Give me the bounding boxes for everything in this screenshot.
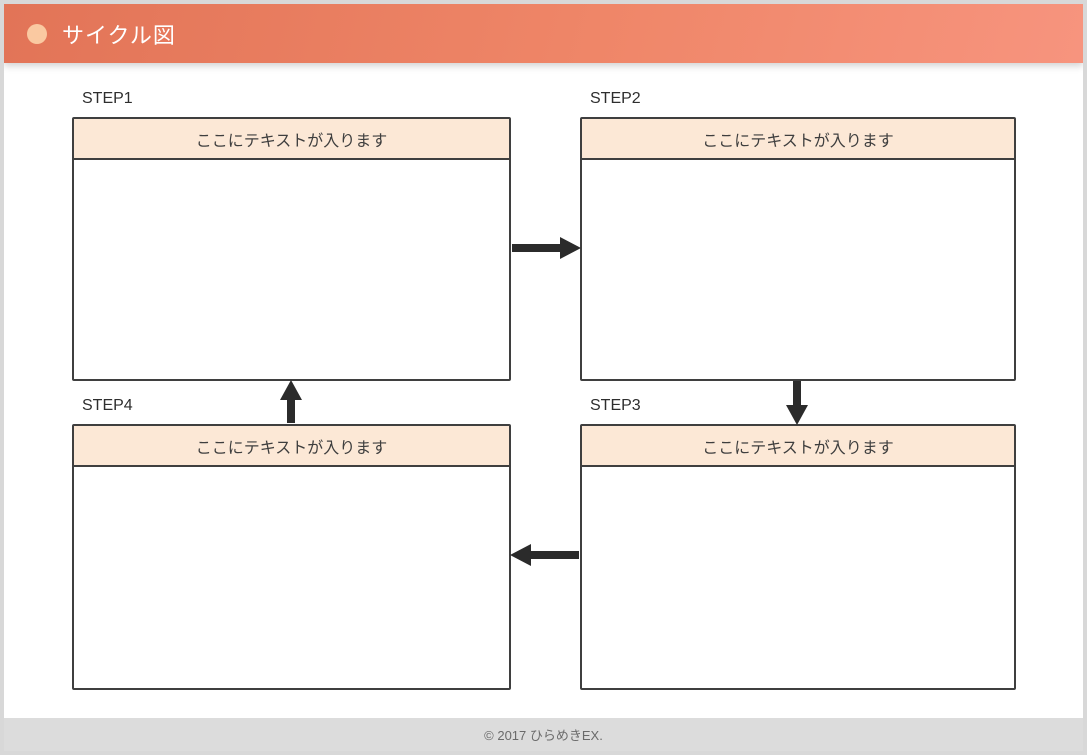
step3-box: ここにテキストが入ります [580, 424, 1016, 690]
footer-bar: © 2017 ひらめきEX. [4, 718, 1083, 751]
step2-box: ここにテキストが入ります [580, 117, 1016, 381]
step2-label: STEP2 [590, 90, 641, 107]
step4-box: ここにテキストが入ります [72, 424, 511, 690]
step4-panel: STEP4 ここにテキストが入ります [72, 397, 511, 690]
step3-panel: STEP3 ここにテキストが入ります [580, 397, 1016, 690]
step1-box-header: ここにテキストが入ります [74, 119, 509, 160]
step1-panel: STEP1 ここにテキストが入ります [72, 90, 511, 381]
page-title: サイクル図 [62, 22, 176, 48]
title-bar: サイクル図 [4, 4, 1083, 63]
step1-label: STEP1 [82, 90, 133, 107]
step3-label: STEP3 [590, 397, 641, 414]
step4-label: STEP4 [82, 397, 133, 414]
step1-box-body [74, 160, 509, 379]
arrow-step1-to-step2-right-icon [512, 237, 581, 259]
copyright-text: © 2017 ひらめきEX. [484, 728, 603, 743]
step2-box-header: ここにテキストが入ります [582, 119, 1014, 160]
arrow-step3-to-step4-left-icon [510, 544, 579, 566]
step3-box-header: ここにテキストが入ります [582, 426, 1014, 467]
step3-box-body [582, 467, 1014, 688]
circle-bullet-icon [27, 23, 47, 44]
step1-box: ここにテキストが入ります [72, 117, 511, 381]
arrow-step4-to-step1-up-icon [280, 380, 302, 423]
step4-box-header: ここにテキストが入ります [74, 426, 509, 467]
step4-box-body [74, 467, 509, 688]
step2-box-body [582, 160, 1014, 379]
step2-panel: STEP2 ここにテキストが入ります [580, 90, 1016, 381]
arrow-step2-to-step3-down-icon [786, 381, 808, 425]
